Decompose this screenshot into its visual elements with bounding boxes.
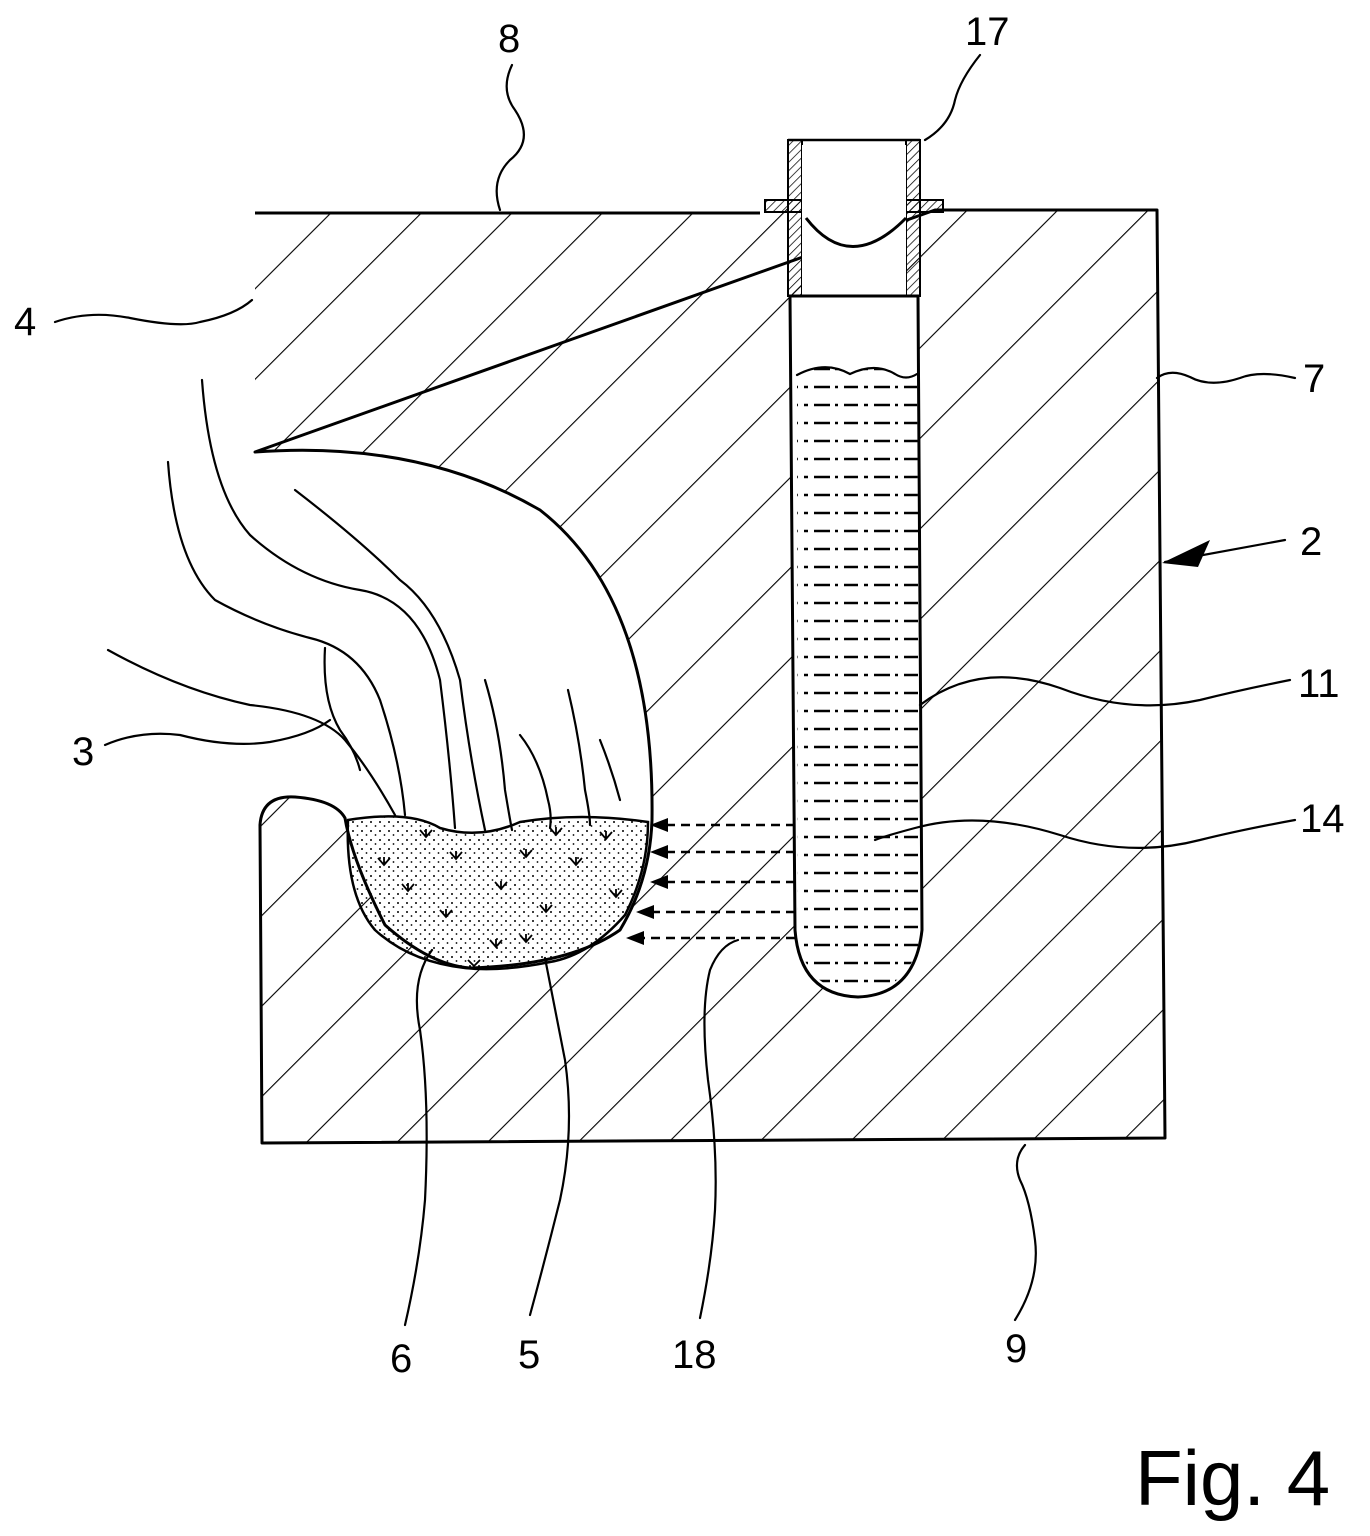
label-3: 3 xyxy=(72,730,94,774)
channel-11 xyxy=(788,294,924,999)
heat-arrows-18 xyxy=(640,823,795,940)
particle-marks xyxy=(377,827,623,968)
mold-block xyxy=(253,208,1167,1145)
label-11: 11 xyxy=(1298,662,1340,706)
label-4: 4 xyxy=(14,300,36,344)
label-2: 2 xyxy=(1300,520,1322,564)
label-8: 8 xyxy=(498,17,520,61)
label-18: 18 xyxy=(672,1333,717,1377)
label-6: 6 xyxy=(390,1337,412,1381)
label-17: 17 xyxy=(965,10,1010,54)
label-14: 14 xyxy=(1300,797,1345,841)
arrowheads xyxy=(626,818,668,945)
workpiece-5 xyxy=(346,815,650,971)
figure-caption: Fig. 4 xyxy=(1135,1434,1330,1522)
label-9: 9 xyxy=(1005,1327,1027,1371)
flow-lines xyxy=(106,378,622,832)
label-7: 7 xyxy=(1303,357,1325,401)
arrowhead-2 xyxy=(1162,540,1210,567)
label-5: 5 xyxy=(518,1333,540,1377)
reference-labels: 8 17 4 7 2 11 3 14 6 5 18 9 xyxy=(14,10,1345,1381)
fitting-17 xyxy=(764,138,944,298)
leader-lines xyxy=(53,53,1297,1327)
fluid-14 xyxy=(797,367,921,993)
